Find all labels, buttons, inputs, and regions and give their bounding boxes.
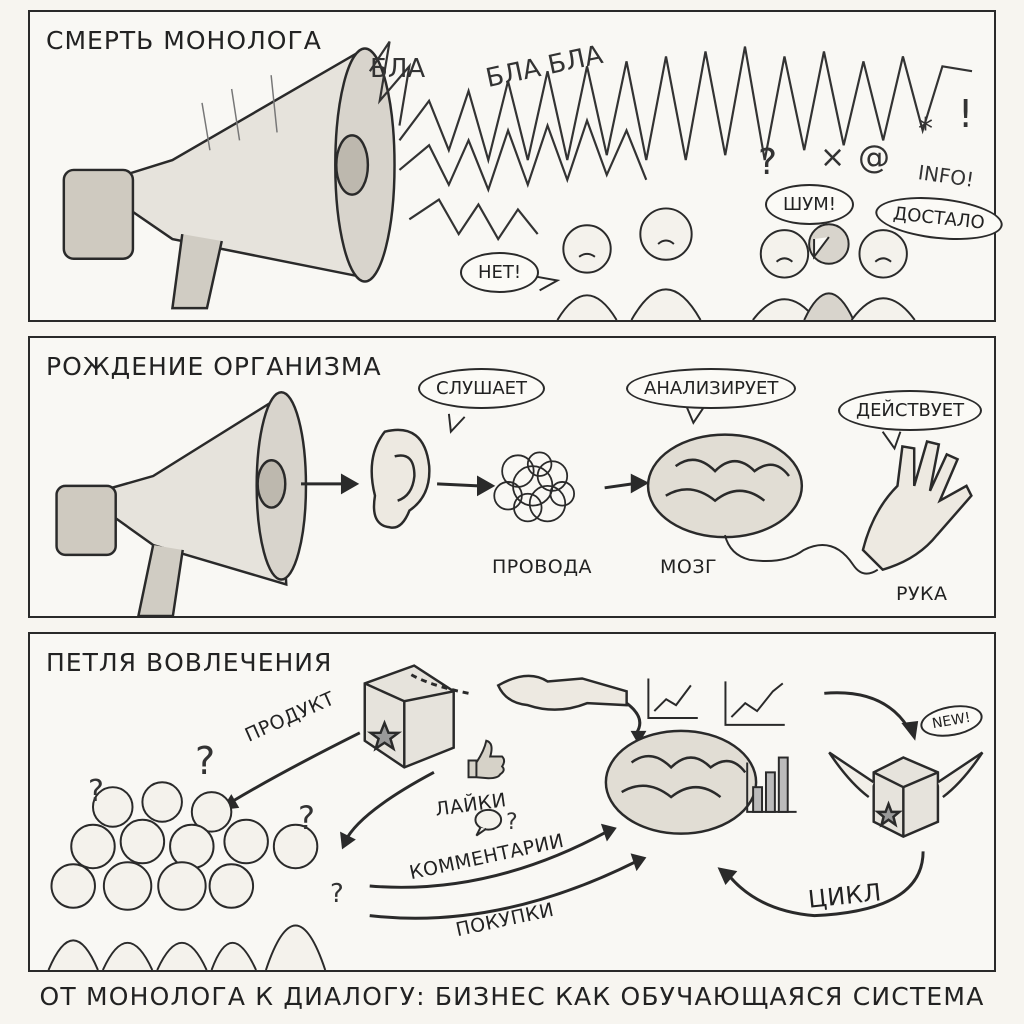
crowd-figures <box>47 781 327 970</box>
symbol-at: @ <box>858 138 890 176</box>
crowd-figures <box>556 207 916 320</box>
engagement-illustration <box>47 664 984 970</box>
like-icon <box>467 739 506 780</box>
question-mark-icon: ? <box>330 879 344 909</box>
panel-title: ПЕТЛЯ ВОВЛЕЧЕНИЯ <box>46 648 333 677</box>
flow-arrows <box>301 473 650 497</box>
growth-charts-icon <box>647 678 797 813</box>
organism-illustration <box>55 390 973 616</box>
symbol-cross: × <box>820 140 846 175</box>
ear-icon <box>370 428 431 529</box>
symbol-question: ? <box>758 142 778 183</box>
reaction-bubble-noise: ШУМ! <box>765 184 854 225</box>
brain-icon <box>646 433 879 575</box>
wires-icon <box>493 451 575 523</box>
product-box-icon <box>363 664 455 769</box>
question-mark-icon: ? <box>506 810 518 835</box>
comment-icon <box>474 808 503 837</box>
panel-engagement: ПЕТЛЯ ВОВЛЕЧЕНИЯ <box>28 632 996 972</box>
brain-icon <box>604 729 758 835</box>
symbol-exclamation: ! <box>958 92 974 136</box>
panel-monologue: СМЕРТЬ МОНОЛОГА <box>28 10 1005 322</box>
bubble-analyzes: АНАЛИЗИРУЕТ <box>626 368 797 409</box>
question-mark-icon: ? <box>195 739 216 783</box>
question-mark-icon: ? <box>298 799 315 837</box>
hand-reaching-icon <box>496 674 628 711</box>
noise-waves <box>368 41 973 242</box>
reaction-bubble-no: НЕТ! <box>460 252 540 293</box>
question-mark-icon: ? <box>88 774 104 809</box>
bubble-acts: ДЕЙСТВУЕТ <box>838 390 983 431</box>
caption: ОТ МОНОЛОГА К ДИАЛОГУ: БИЗНЕС КАК ОБУЧАЮ… <box>39 982 985 1011</box>
panel-organism: РОЖДЕНИЕ ОРГАНИЗМА <box>28 336 996 618</box>
monologue-illustration <box>62 41 973 320</box>
megaphone-icon <box>62 47 396 310</box>
noise-word: БЛА <box>370 54 426 84</box>
label-wires: ПРОВОДА <box>492 556 593 578</box>
loop-arrows <box>230 672 925 920</box>
label-hand: РУКА <box>896 583 948 605</box>
bubble-listens: СЛУШАЕТ <box>418 368 546 409</box>
new-product-box-icon <box>828 751 984 838</box>
panel-title: СМЕРТЬ МОНОЛОГА <box>46 26 322 55</box>
megaphone-icon <box>55 390 308 616</box>
label-brain: МОЗГ <box>660 556 718 578</box>
hand-icon <box>861 440 973 572</box>
panel-title: РОЖДЕНИЕ ОРГАНИЗМА <box>46 352 382 381</box>
symbol-asterisk: * <box>918 112 933 147</box>
